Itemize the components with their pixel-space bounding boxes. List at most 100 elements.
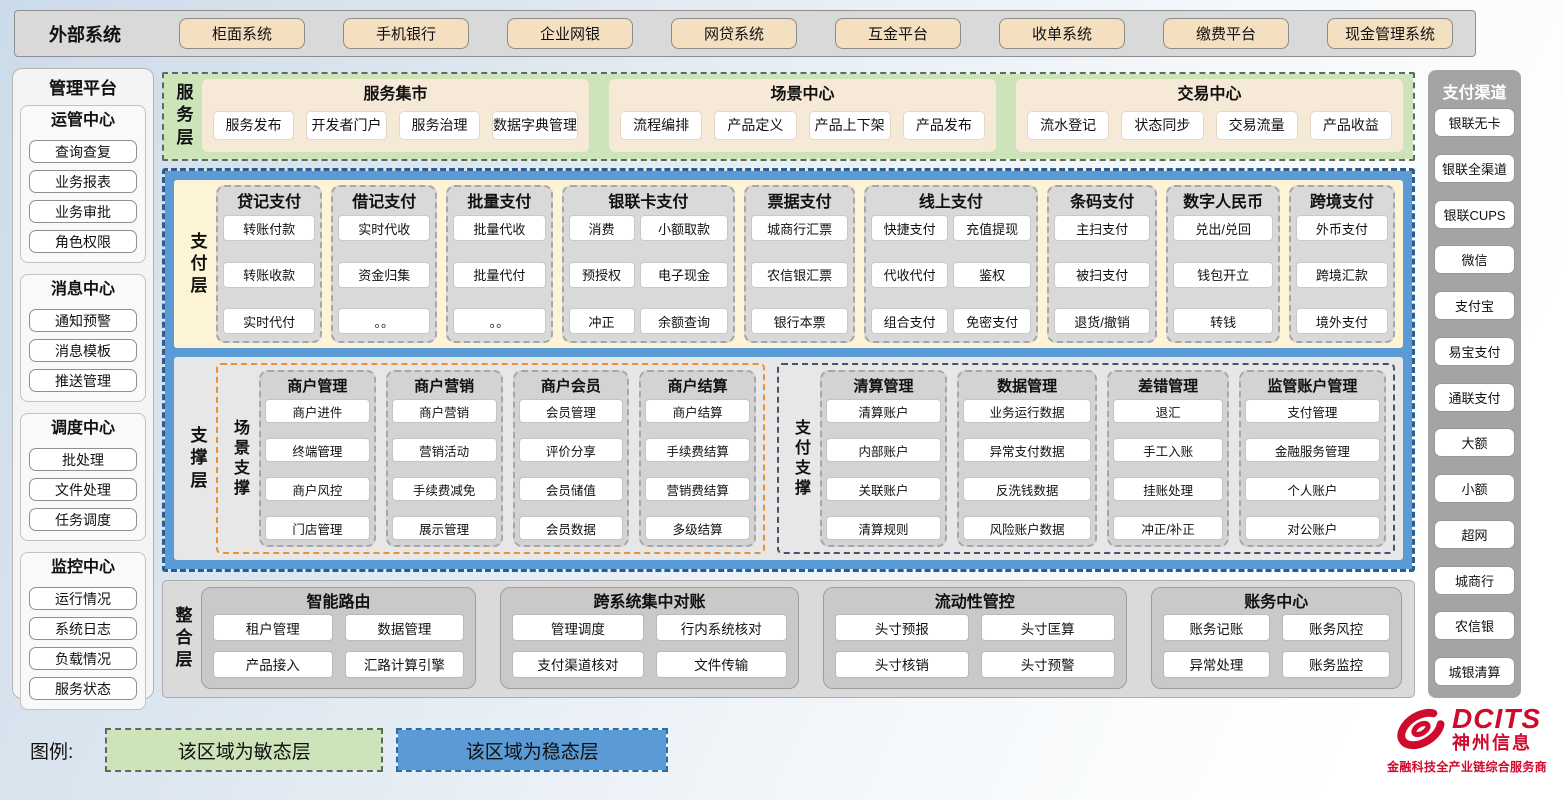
management-item-button[interactable]: 文件处理: [29, 478, 137, 501]
payment-item-button[interactable]: 农信银汇票: [752, 262, 847, 287]
support-item-button[interactable]: 营销活动: [392, 439, 496, 461]
payment-item-button[interactable]: 转账收款: [224, 262, 315, 287]
integration-item-button[interactable]: 租户管理: [214, 615, 332, 640]
payment-channel-button[interactable]: 易宝支付: [1435, 337, 1514, 365]
management-item-button[interactable]: 业务报表: [29, 170, 137, 193]
support-item-button[interactable]: 业务运行数据: [963, 400, 1091, 422]
external-system-button[interactable]: 互金平台: [835, 18, 961, 49]
management-item-button[interactable]: 批处理: [29, 448, 137, 471]
payment-channel-button[interactable]: 城商行: [1435, 566, 1514, 594]
management-item-button[interactable]: 通知预警: [29, 309, 137, 332]
payment-channel-button[interactable]: 银联无卡: [1435, 109, 1514, 136]
support-item-button[interactable]: 对公账户: [1245, 517, 1379, 539]
payment-item-button[interactable]: 充值提现: [954, 216, 1030, 240]
payment-item-button[interactable]: 城商行汇票: [752, 216, 847, 240]
integration-item-button[interactable]: 头寸核销: [835, 651, 968, 677]
payment-item-button[interactable]: 实时代收: [339, 216, 430, 240]
management-item-button[interactable]: 角色权限: [29, 230, 137, 253]
support-item-button[interactable]: 退汇: [1114, 400, 1222, 422]
integration-item-button[interactable]: 数据管理: [345, 615, 464, 640]
payment-item-button[interactable]: 消费: [569, 216, 634, 240]
external-system-button[interactable]: 缴费平台: [1163, 18, 1289, 49]
support-item-button[interactable]: 商户结算: [646, 400, 749, 422]
integration-item-button[interactable]: 头寸预警: [981, 651, 1114, 677]
management-item-button[interactable]: 服务状态: [29, 677, 137, 700]
integration-item-button[interactable]: 账务风控: [1283, 615, 1389, 640]
payment-channel-button[interactable]: 小额: [1435, 475, 1514, 502]
payment-item-button[interactable]: 转账付款: [224, 216, 315, 240]
payment-item-button[interactable]: 兑出/兑回: [1174, 216, 1272, 240]
payment-channel-button[interactable]: 农信银: [1435, 612, 1514, 640]
payment-item-button[interactable]: 银行本票: [752, 309, 847, 333]
payment-item-button[interactable]: 。。: [339, 309, 430, 333]
payment-item-button[interactable]: 实时代付: [224, 309, 315, 333]
payment-item-button[interactable]: 跨境汇款: [1296, 262, 1387, 287]
integration-item-button[interactable]: 产品接入: [214, 651, 332, 677]
service-item-button[interactable]: 流水登记: [1028, 111, 1109, 139]
payment-channel-button[interactable]: 超网: [1435, 520, 1514, 548]
support-item-button[interactable]: 清算规则: [826, 517, 940, 539]
service-item-button[interactable]: 产品上下架: [809, 111, 890, 139]
external-system-button[interactable]: 柜面系统: [179, 18, 305, 49]
management-item-button[interactable]: 查询查复: [29, 140, 137, 163]
payment-item-button[interactable]: 。。: [454, 309, 545, 333]
payment-item-button[interactable]: 被扫支付: [1054, 262, 1150, 287]
service-item-button[interactable]: 服务发布: [214, 111, 293, 139]
service-item-button[interactable]: 状态同步: [1122, 111, 1203, 139]
payment-item-button[interactable]: 免密支付: [954, 309, 1030, 333]
payment-channel-button[interactable]: 支付宝: [1435, 292, 1514, 319]
support-item-button[interactable]: 清算账户: [826, 400, 940, 422]
support-item-button[interactable]: 手续费减免: [392, 478, 496, 500]
payment-item-button[interactable]: 钱包开立: [1174, 262, 1272, 287]
management-item-button[interactable]: 推送管理: [29, 369, 137, 392]
payment-channel-button[interactable]: 通联支付: [1435, 383, 1514, 411]
support-item-button[interactable]: 关联账户: [826, 478, 940, 500]
support-item-button[interactable]: 商户营销: [392, 400, 496, 422]
payment-item-button[interactable]: 主扫支付: [1054, 216, 1150, 240]
integration-item-button[interactable]: 文件传输: [656, 651, 786, 677]
service-item-button[interactable]: 产品定义: [715, 111, 796, 139]
service-item-button[interactable]: 流程编排: [621, 111, 702, 139]
payment-channel-button[interactable]: 银联CUPS: [1435, 200, 1514, 228]
support-item-button[interactable]: 挂账处理: [1114, 478, 1222, 500]
payment-item-button[interactable]: 资金归集: [339, 262, 430, 287]
support-item-button[interactable]: 商户进件: [266, 400, 369, 422]
payment-item-button[interactable]: 批量代收: [454, 216, 545, 240]
support-item-button[interactable]: 会员管理: [519, 400, 623, 422]
management-item-button[interactable]: 任务调度: [29, 508, 137, 531]
payment-channel-button[interactable]: 城银清算: [1435, 658, 1514, 685]
payment-item-button[interactable]: 境外支付: [1296, 309, 1387, 333]
management-item-button[interactable]: 业务审批: [29, 200, 137, 223]
payment-channel-button[interactable]: 微信: [1435, 246, 1514, 274]
support-item-button[interactable]: 反洗钱数据: [963, 478, 1091, 500]
payment-item-button[interactable]: 小额取款: [640, 216, 728, 240]
management-item-button[interactable]: 负载情况: [29, 647, 137, 670]
payment-channel-button[interactable]: 银联全渠道: [1435, 154, 1514, 182]
external-system-button[interactable]: 现金管理系统: [1327, 18, 1453, 49]
payment-item-button[interactable]: 代收代付: [871, 262, 948, 287]
integration-item-button[interactable]: 账务监控: [1283, 651, 1389, 677]
payment-item-button[interactable]: 退货/撤销: [1054, 309, 1150, 333]
support-item-button[interactable]: 个人账户: [1245, 478, 1379, 500]
payment-item-button[interactable]: 鉴权: [954, 262, 1030, 287]
integration-item-button[interactable]: 头寸预报: [835, 615, 968, 640]
support-item-button[interactable]: 内部账户: [826, 439, 940, 461]
payment-item-button[interactable]: 转钱: [1174, 309, 1272, 333]
support-item-button[interactable]: 商户风控: [266, 478, 369, 500]
support-item-button[interactable]: 评价分享: [519, 439, 623, 461]
payment-item-button[interactable]: 组合支付: [871, 309, 948, 333]
integration-item-button[interactable]: 行内系统核对: [656, 615, 786, 640]
management-item-button[interactable]: 消息模板: [29, 339, 137, 362]
service-item-button[interactable]: 数据字典管理: [493, 111, 577, 139]
service-item-button[interactable]: 开发者门户: [307, 111, 386, 139]
service-item-button[interactable]: 交易流量: [1216, 111, 1297, 139]
integration-item-button[interactable]: 头寸匡算: [981, 615, 1114, 640]
support-item-button[interactable]: 展示管理: [392, 517, 496, 539]
payment-item-button[interactable]: 电子现金: [640, 262, 728, 287]
payment-item-button[interactable]: 快捷支付: [871, 216, 948, 240]
support-item-button[interactable]: 异常支付数据: [963, 439, 1091, 461]
external-system-button[interactable]: 手机银行: [343, 18, 469, 49]
support-item-button[interactable]: 多级结算: [646, 517, 749, 539]
support-item-button[interactable]: 终端管理: [266, 439, 369, 461]
support-item-button[interactable]: 冲正/补正: [1114, 517, 1222, 539]
